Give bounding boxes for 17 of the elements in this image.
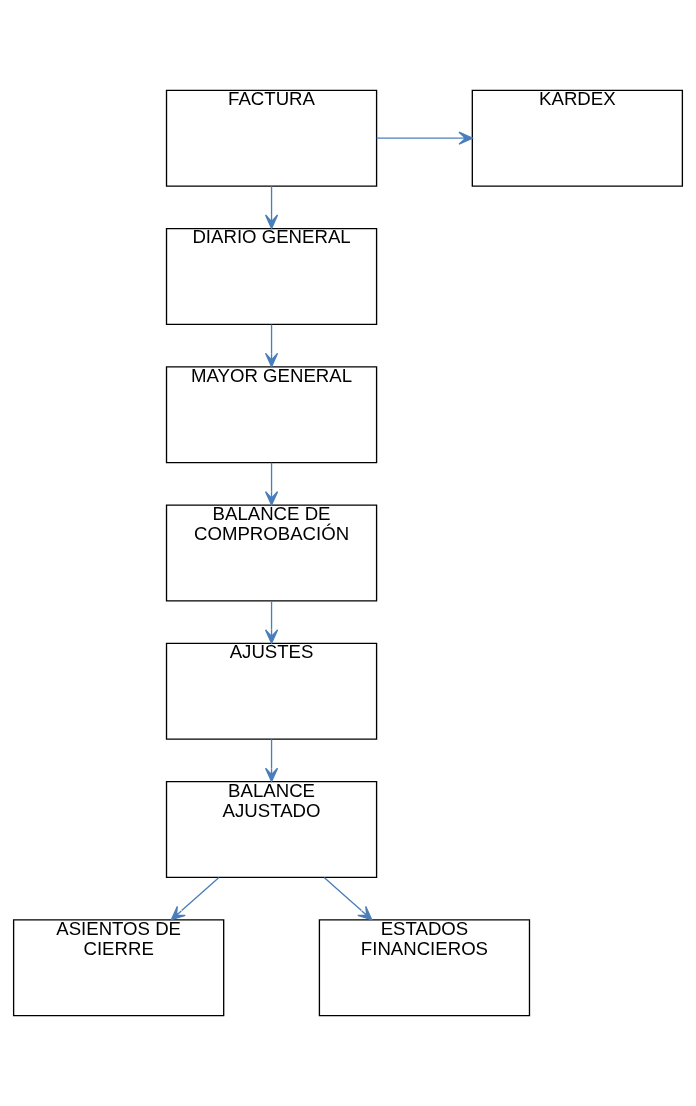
node-box: BALANCE AJUSTADO [165, 781, 378, 879]
arrow [264, 600, 279, 644]
arrow [264, 462, 279, 506]
arrow [264, 323, 279, 368]
node-box: DIARIO GENERAL [165, 227, 378, 325]
arrow [323, 876, 373, 921]
node-box: BALANCE DE COMPROBACIÓN [165, 504, 378, 602]
node-box: ASIENTOS DE CIERRE [12, 919, 225, 1017]
node-box: KARDEX [471, 89, 684, 187]
node-box: ESTADOS FINANCIEROS [318, 919, 531, 1017]
arrow [264, 738, 279, 783]
node-box: AJUSTES [165, 642, 378, 740]
node-box: MAYOR GENERAL [165, 366, 378, 464]
arrow [170, 876, 220, 921]
arrow [376, 131, 473, 145]
node-box: FACTURA [165, 89, 378, 187]
arrow [264, 185, 279, 230]
